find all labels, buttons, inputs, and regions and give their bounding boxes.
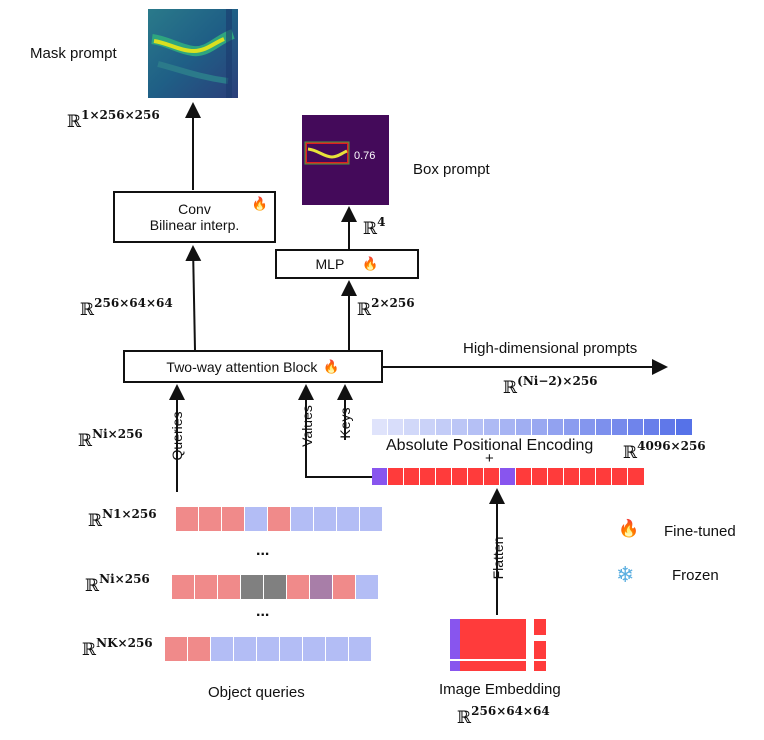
queries-dim: ℝNi×256 [78, 427, 143, 451]
conv-in-dim: ℝ256×64×64 [80, 296, 173, 320]
image-token-row [372, 468, 645, 485]
image-embedding-image [450, 619, 548, 671]
box-prompt-image: 0.76 [302, 115, 389, 205]
values-label: Values [299, 405, 315, 447]
conv-label: Conv [178, 201, 211, 217]
object-query-row-K [165, 637, 372, 661]
pos-enc-label: Absolute Positional Encoding [386, 437, 594, 454]
attention-label: Two-way attention Block [166, 358, 318, 375]
conv-block: Conv Bilinear interp. 🔥 [113, 191, 276, 243]
object-query-row-i [172, 575, 379, 599]
fire-icon: 🔥 [323, 358, 340, 374]
object-query-row-1 [176, 507, 383, 531]
box-score: 0.76 [354, 150, 375, 162]
rowi-dim: ℝNi×256 [85, 572, 150, 596]
keys-label: Keys [337, 407, 353, 439]
ellipsis-1: ... [256, 542, 270, 559]
legend-snowflake-icon: ❄ [616, 562, 635, 587]
fire-icon: 🔥 [362, 256, 379, 271]
fire-icon: 🔥 [251, 196, 268, 211]
pos-enc-dim: ℝ4096×256 [623, 439, 706, 463]
mlp-block: MLP 🔥 [275, 249, 419, 279]
mlp-label: MLP [315, 256, 345, 272]
plus-sign: + [485, 450, 494, 467]
high-dim-dim: ℝ(Ni−2)×256 [503, 374, 598, 398]
mask-prompt-dim: ℝ1×256×256 [67, 108, 160, 132]
legend-frozen-label: Frozen [672, 567, 719, 584]
attention-block: Two-way attention Block 🔥 [123, 350, 383, 383]
image-embedding-label: Image Embedding [439, 681, 561, 698]
box-prompt-dim: ℝ4 [363, 215, 386, 239]
rowK-dim: ℝNK×256 [82, 636, 153, 660]
high-dim-label: High-dimensional prompts [463, 340, 638, 357]
image-embedding-dim: ℝ256×64×64 [457, 704, 550, 728]
row1-dim: ℝN1×256 [88, 507, 157, 531]
mask-prompt-label: Mask prompt [30, 45, 117, 62]
queries-label: Queries [169, 411, 185, 461]
positional-encoding-row [372, 419, 693, 435]
mlp-in-dim: ℝ2×256 [357, 296, 415, 320]
box-prompt-label: Box prompt [413, 161, 490, 178]
legend-fire-icon: 🔥 [618, 519, 640, 538]
object-queries-label: Object queries [208, 684, 305, 701]
legend-fine-tuned-label: Fine-tuned [664, 523, 736, 540]
ellipsis-2: ... [256, 603, 270, 620]
bilinear-label: Bilinear interp. [149, 217, 240, 233]
flatten-label: Flatten [490, 536, 506, 580]
mask-prompt-image [148, 9, 238, 98]
